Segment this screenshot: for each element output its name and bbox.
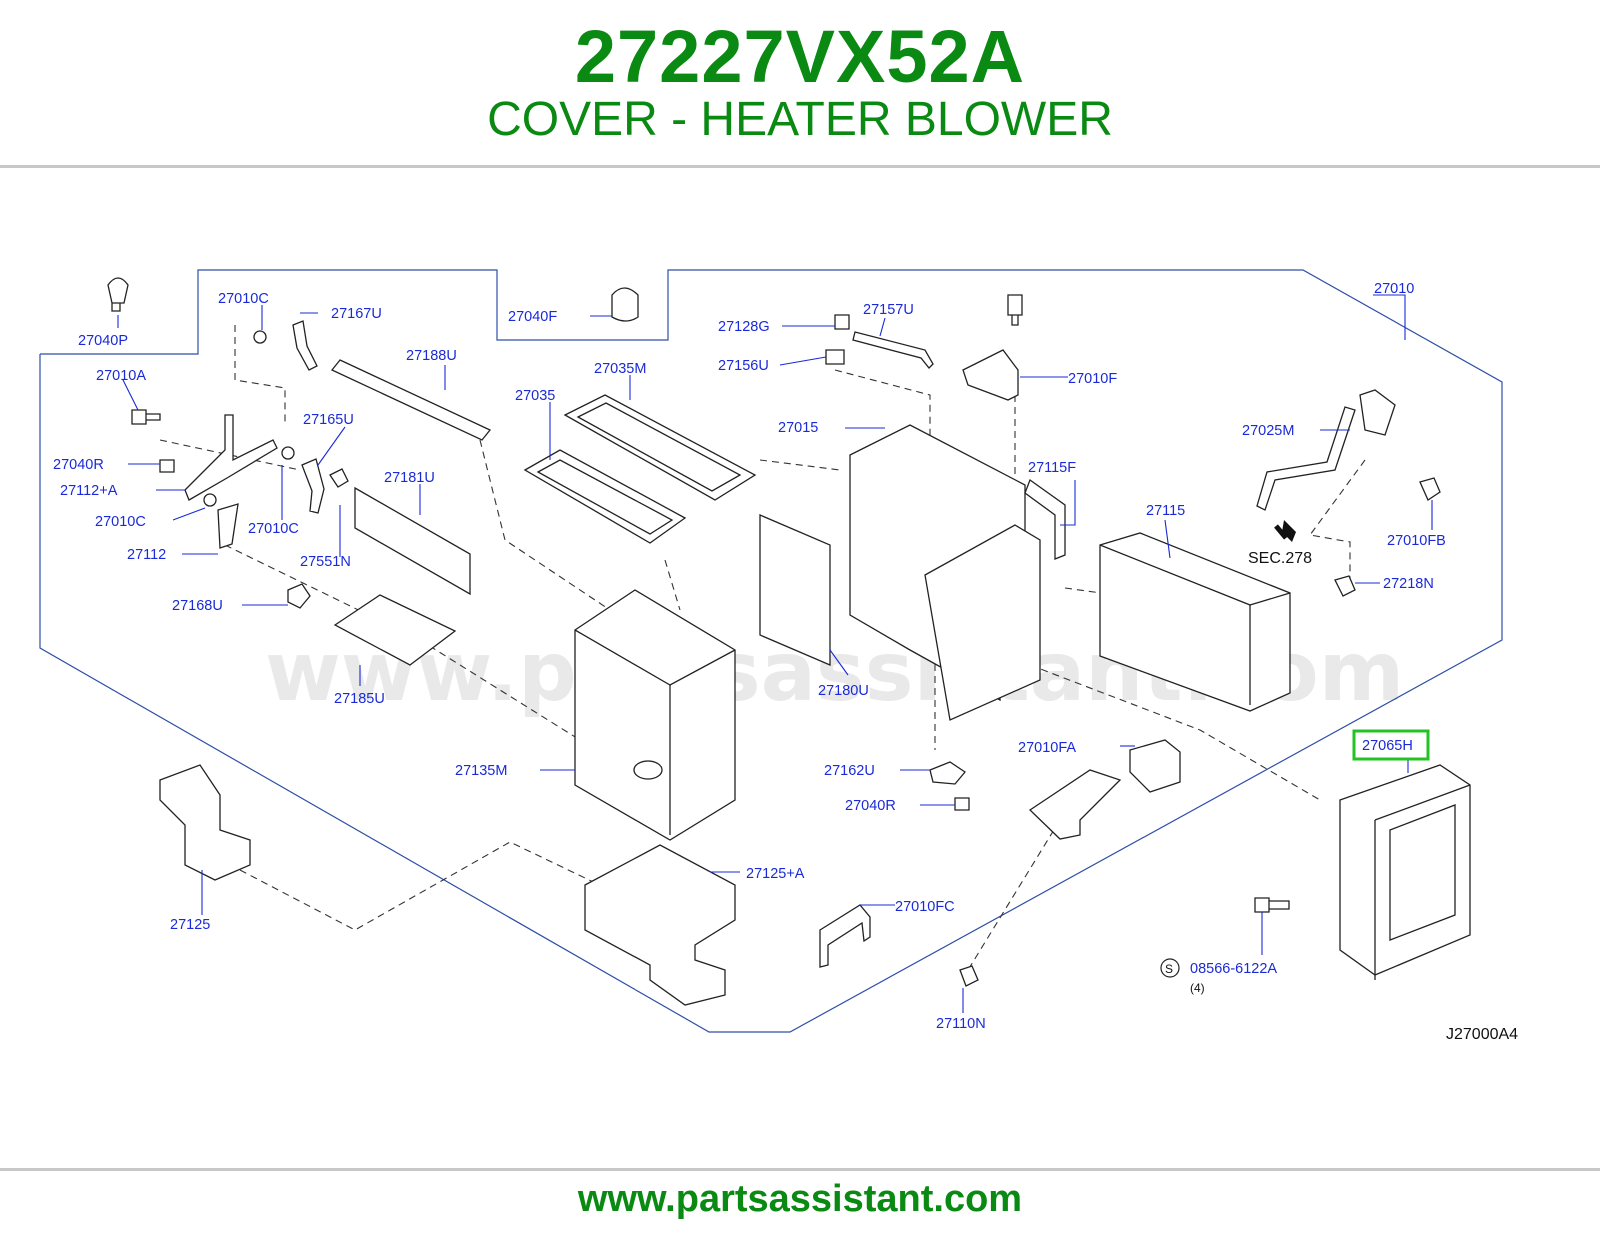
standard-part-s-circle bbox=[1160, 958, 1180, 978]
label-27035M: 27035M bbox=[594, 361, 646, 377]
label-27165U: 27165U bbox=[303, 412, 354, 428]
label-27188U: 27188U bbox=[406, 348, 457, 364]
label-27010A: 27010A bbox=[96, 368, 146, 384]
label-27040F: 27040F bbox=[508, 309, 557, 325]
label-27156U: 27156U bbox=[718, 358, 769, 374]
label-27125: 27125 bbox=[170, 917, 210, 933]
part-labels: 27040P 27010C 27167U 27040F 27128G 27157… bbox=[53, 281, 1518, 1043]
label-27157U: 27157U bbox=[863, 302, 914, 318]
label-27040R-a: 27040R bbox=[53, 457, 104, 473]
label-27115F: 27115F bbox=[1028, 460, 1076, 476]
label-27010C-b: 27010C bbox=[95, 514, 146, 530]
label-27112: 27112 bbox=[127, 547, 166, 563]
highlight-box bbox=[1352, 729, 1430, 761]
label-27135M: 27135M bbox=[455, 763, 507, 779]
label-27218N: 27218N bbox=[1383, 576, 1434, 592]
part-name-subtitle: COVER - HEATER BLOWER bbox=[487, 93, 1113, 146]
label-27010C-a: 27010C bbox=[218, 291, 269, 307]
label-27168U: 27168U bbox=[172, 598, 223, 614]
label-27010FA: 27010FA bbox=[1018, 740, 1076, 756]
label-27040R-b: 27040R bbox=[845, 798, 896, 814]
label-27181U: 27181U bbox=[384, 470, 435, 486]
label-27110N: 27110N bbox=[936, 1016, 986, 1032]
quantity-note: (4) bbox=[1190, 981, 1205, 995]
label-27010FB: 27010FB bbox=[1387, 533, 1446, 549]
label-27185U: 27185U bbox=[334, 691, 385, 707]
label-27115: 27115 bbox=[1146, 503, 1185, 519]
label-27180U: 27180U bbox=[818, 683, 869, 699]
label-27010: 27010 bbox=[1374, 281, 1414, 297]
label-08566-6122A: 08566-6122A bbox=[1190, 961, 1277, 977]
footer-website-link[interactable]: www.partsassistant.com bbox=[577, 1178, 1023, 1220]
part-shapes bbox=[107, 277, 1471, 1006]
label-27112-plus-A: 27112+A bbox=[60, 483, 118, 499]
label-27125-plus-A: 27125+A bbox=[746, 866, 805, 882]
label-27025M: 27025M bbox=[1242, 423, 1294, 439]
label-27010FC: 27010FC bbox=[895, 899, 955, 915]
assembly-frame bbox=[39, 269, 1503, 1033]
header-divider bbox=[0, 165, 1600, 168]
part-number-title: 27227VX52A bbox=[574, 15, 1026, 98]
standard-part-s-mark: S bbox=[1165, 962, 1173, 976]
diagram-reference-code: J27000A4 bbox=[1446, 1026, 1518, 1043]
label-27128G: 27128G bbox=[718, 319, 770, 335]
label-27035: 27035 bbox=[515, 388, 555, 404]
label-27065H-highlighted[interactable]: 27065H bbox=[1362, 738, 1413, 754]
section-reference: SEC.278 bbox=[1248, 550, 1312, 567]
footer-divider bbox=[0, 1168, 1600, 1171]
label-27167U: 27167U bbox=[331, 306, 382, 322]
label-27551N: 27551N bbox=[300, 554, 351, 570]
label-27015: 27015 bbox=[778, 420, 818, 436]
leader-lines bbox=[117, 294, 1433, 1013]
label-27010F: 27010F bbox=[1068, 371, 1117, 387]
label-27010C-c: 27010C bbox=[248, 521, 299, 537]
label-27162U: 27162U bbox=[824, 763, 875, 779]
parts-diagram: www.partsassistant.com bbox=[39, 269, 1518, 1043]
label-27040P: 27040P bbox=[78, 333, 128, 349]
